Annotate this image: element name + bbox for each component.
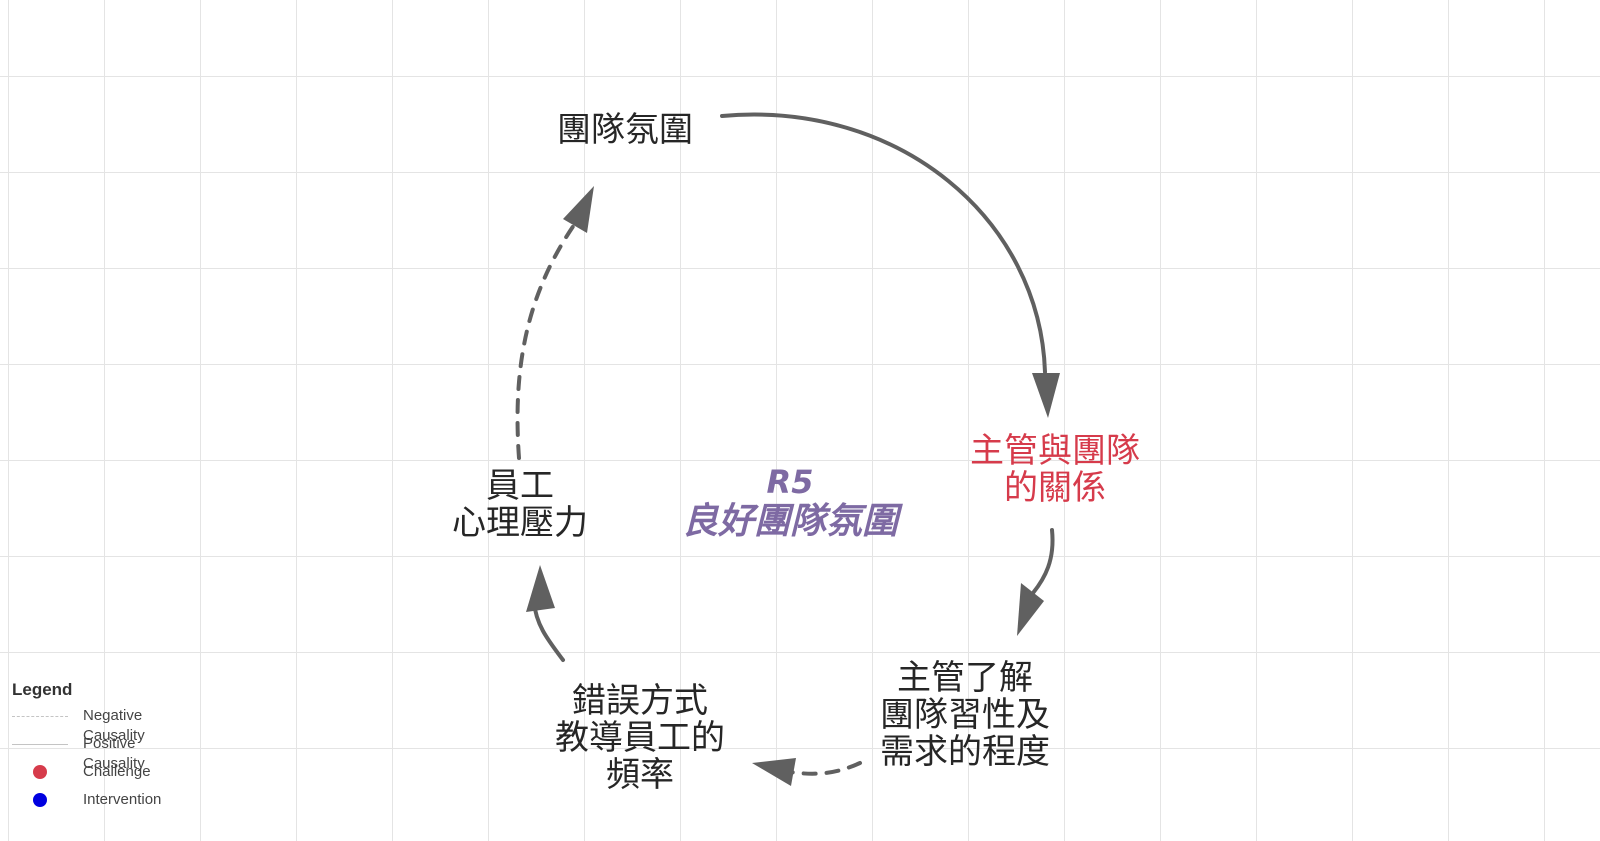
node-manager-team-relationship: 主管與團隊 的關係 — [970, 431, 1140, 508]
legend-label-negative: Negative Causality — [83, 707, 145, 744]
loop-name: 良好團隊氛圍 — [681, 501, 898, 542]
node-team-atmosphere: 團隊氛圍 — [557, 110, 693, 150]
link-relationship-to-understanding — [1017, 528, 1055, 636]
dashed-line-swatch — [12, 716, 68, 717]
link-stress-to-atmosphere — [515, 186, 594, 460]
link-atmosphere-to-relationship — [720, 112, 1060, 418]
legend-row-negative: Negative Causality — [12, 706, 145, 744]
legend-row-positive: Positive Causality — [12, 734, 145, 772]
solid-line-swatch — [12, 744, 68, 745]
legend-label-challenge: Challenge — [83, 763, 151, 780]
legend-label-positive: Positive Causality — [83, 735, 145, 772]
legend-label-intervention: Intervention — [83, 791, 162, 808]
loop-label: R5 良好團隊氛圍 — [640, 463, 940, 543]
legend-title: Legend — [12, 680, 73, 699]
challenge-dot-icon — [33, 765, 47, 779]
intervention-dot-icon — [33, 793, 47, 807]
legend: Legend Negative Causality Positive Causa… — [12, 680, 161, 818]
node-wrong-coaching-frequency: 錯誤方式 教導員工的 頻率 — [555, 681, 725, 795]
node-employee-stress: 員工 心理壓力 — [452, 466, 588, 543]
loop-id: R5 — [766, 463, 814, 501]
node-manager-understanding: 主管了解 團隊習性及 需求的程度 — [880, 658, 1050, 772]
link-understanding-to-coaching — [752, 758, 862, 786]
link-coaching-to-stress — [526, 565, 565, 662]
legend-row-challenge: Challenge — [12, 762, 151, 790]
legend-row-intervention: Intervention — [12, 790, 161, 818]
